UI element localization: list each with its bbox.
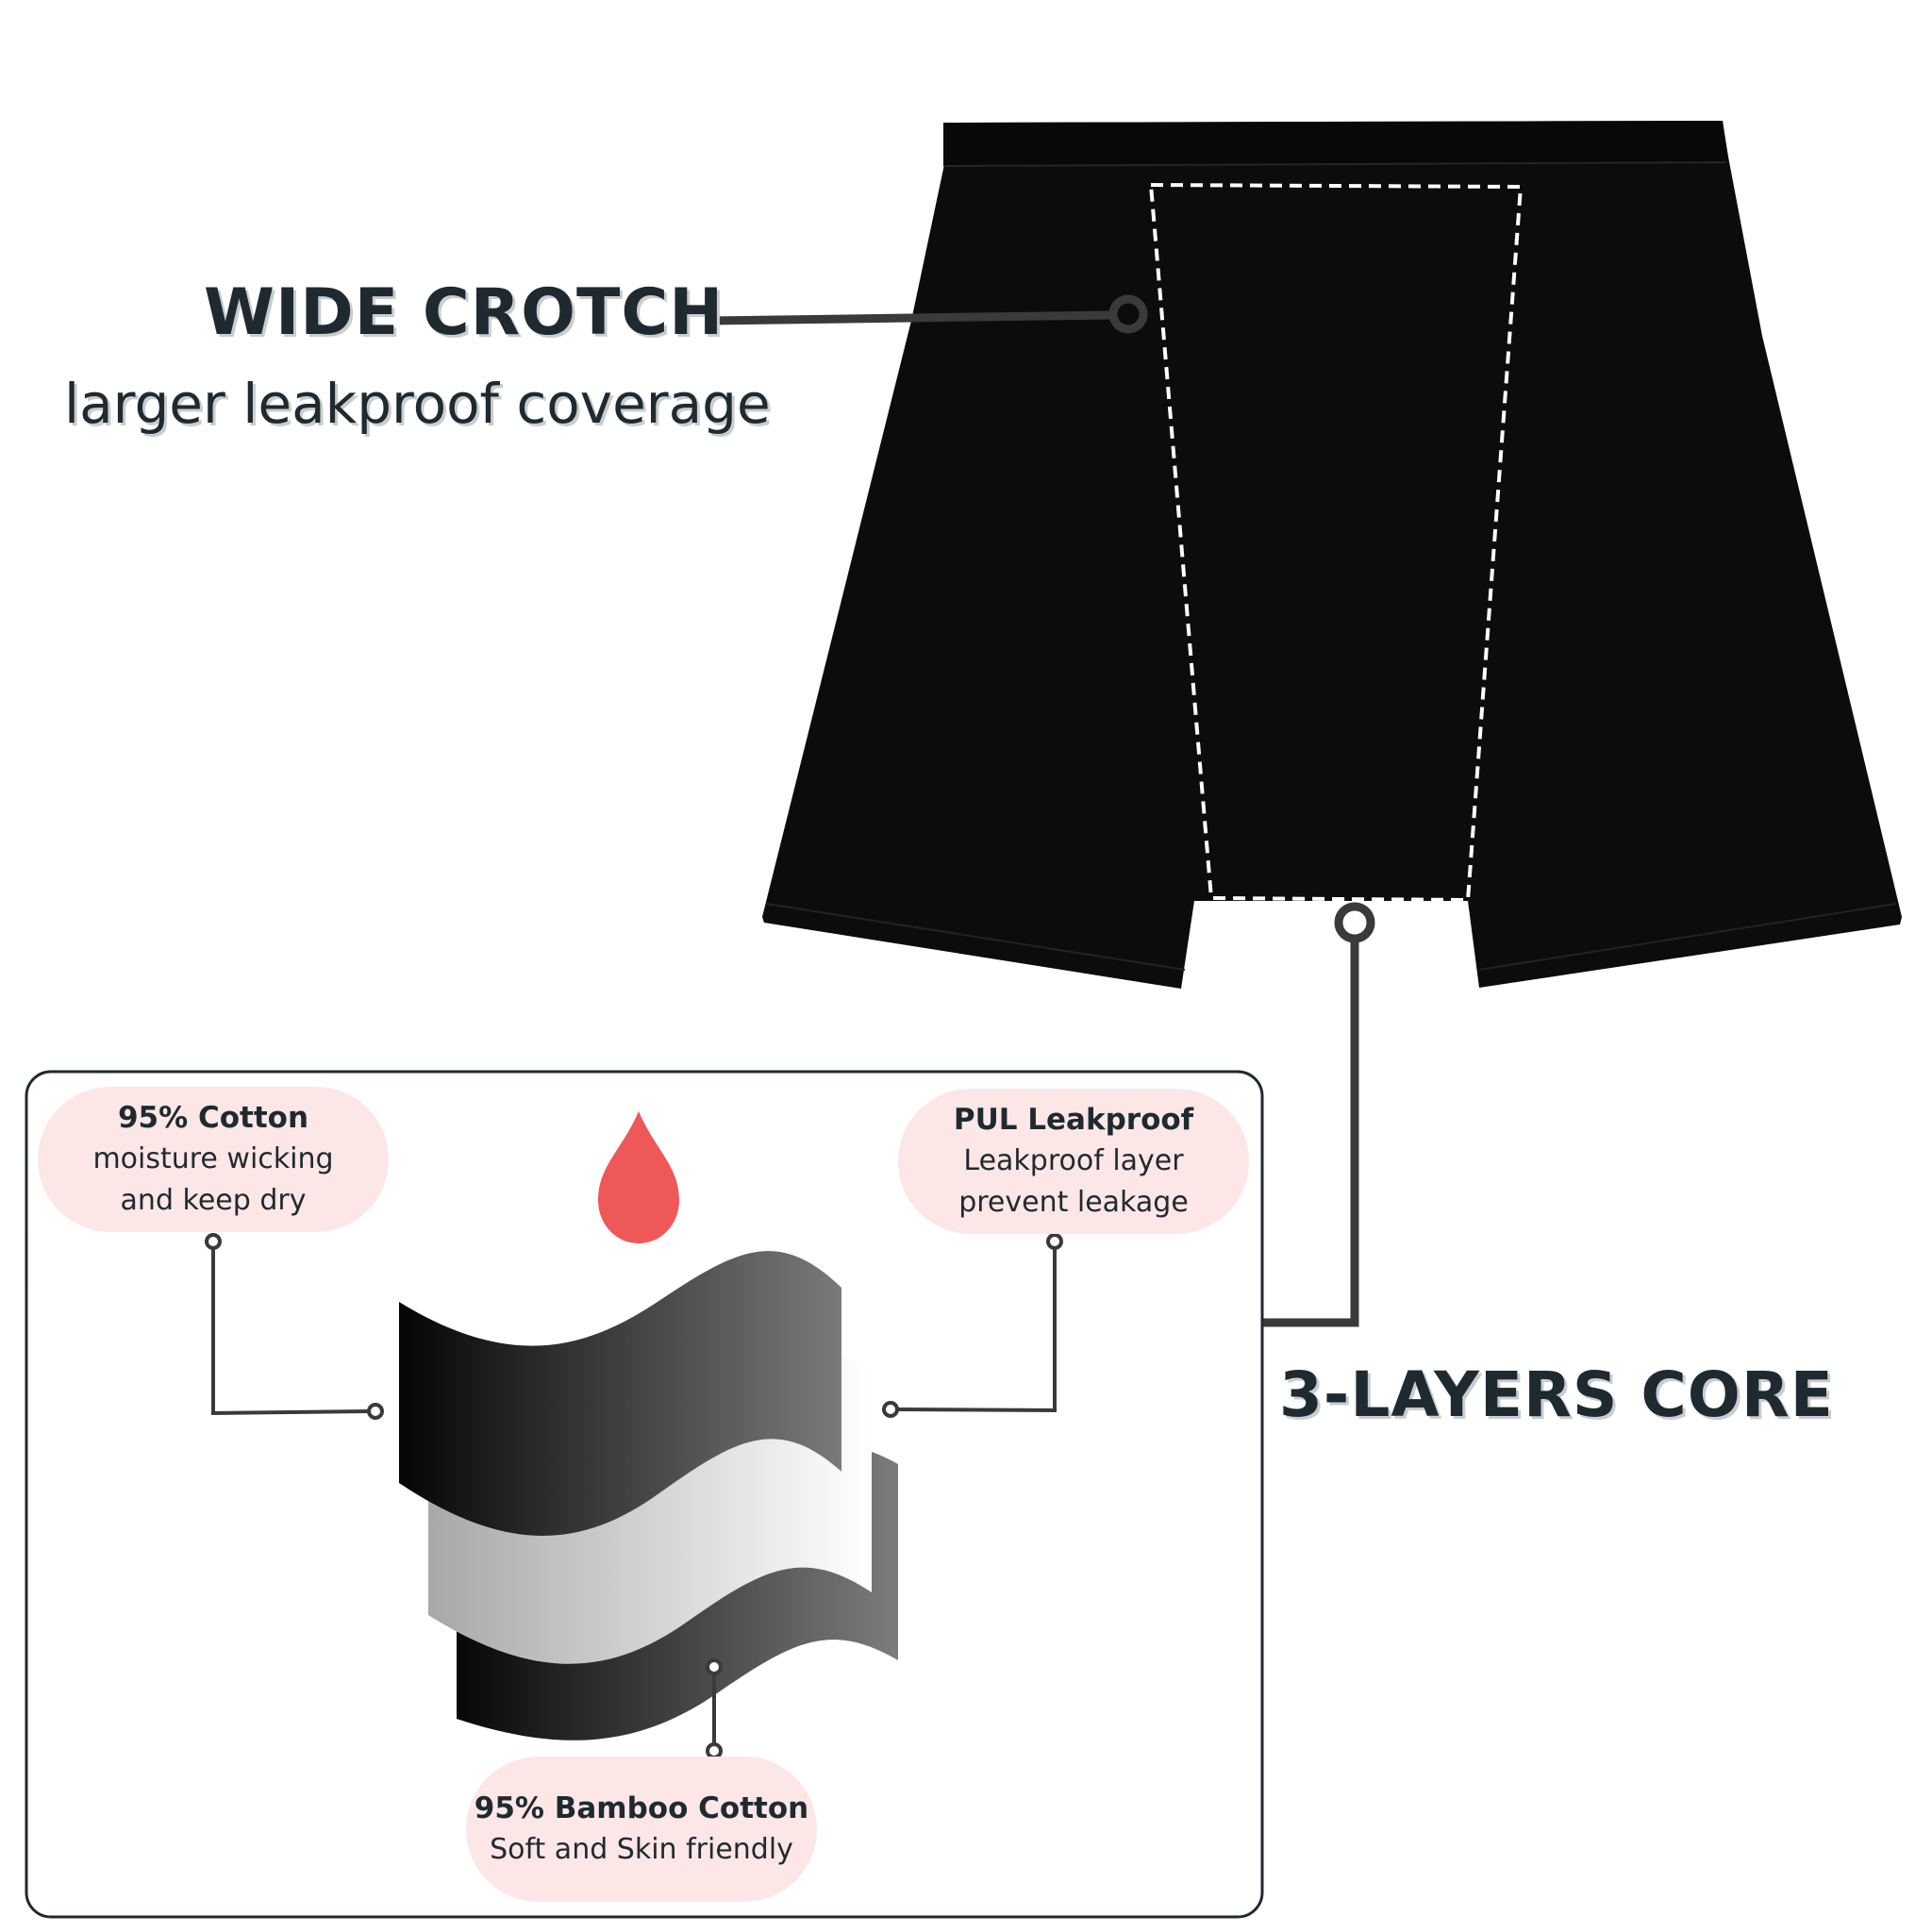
pul-callout-line [895,1243,1057,1413]
pointer-dot [706,1742,723,1759]
callout-lines [211,1243,1057,1747]
callout-title: 95% Bamboo Cotton [474,1791,809,1825]
cotton-layer-callout: 95% Cotton moisture wicking and keep dry [38,1087,389,1232]
waistband-seam [944,161,1727,167]
callout-line: prevent leakage [958,1186,1189,1219]
core-connector [1262,902,1375,1327]
cotton-callout-line [211,1243,373,1416]
wide-crotch-subtitle: larger leakproof coverage [64,372,771,436]
pointer-dot [882,1401,899,1418]
leg-hem-right [1478,903,1897,971]
blood-drop-icon [598,1111,679,1243]
pointer-dot [367,1403,384,1420]
callout-line: moisture wicking [92,1142,334,1175]
core-title: 3-LAYERS CORE [1279,1358,1834,1431]
pointer-dot [205,1233,222,1250]
layer-top [399,1251,841,1536]
shorts-body [762,121,1902,989]
pointer-dot [1046,1233,1063,1250]
waistband [943,121,1728,166]
bamboo-layer-callout: 95% Bamboo Cotton Soft and Skin friendly [466,1757,817,1902]
pointer-dot [1108,294,1148,334]
boxer-shorts-illustration [762,121,1902,989]
crotch-gusset-outline [1148,182,1524,903]
callout-line: Leakproof layer [963,1144,1184,1177]
callout-line: and keep dry [120,1184,307,1217]
callout-dots [205,1233,1063,1759]
wide-crotch-connector [708,294,1148,334]
callout-title: PUL Leakproof [953,1103,1194,1137]
leg-hem-left [765,903,1186,971]
wide-crotch-title: WIDE CROTCH [204,275,724,350]
fabric-layers-icon [399,1251,898,1740]
pul-layer-callout: PUL Leakproof Leakproof layer prevent le… [898,1089,1249,1234]
pointer-dot [706,1658,723,1675]
pointer-dot [1334,902,1375,943]
callout-title: 95% Cotton [117,1101,309,1135]
callout-line: Soft and Skin friendly [490,1833,793,1866]
